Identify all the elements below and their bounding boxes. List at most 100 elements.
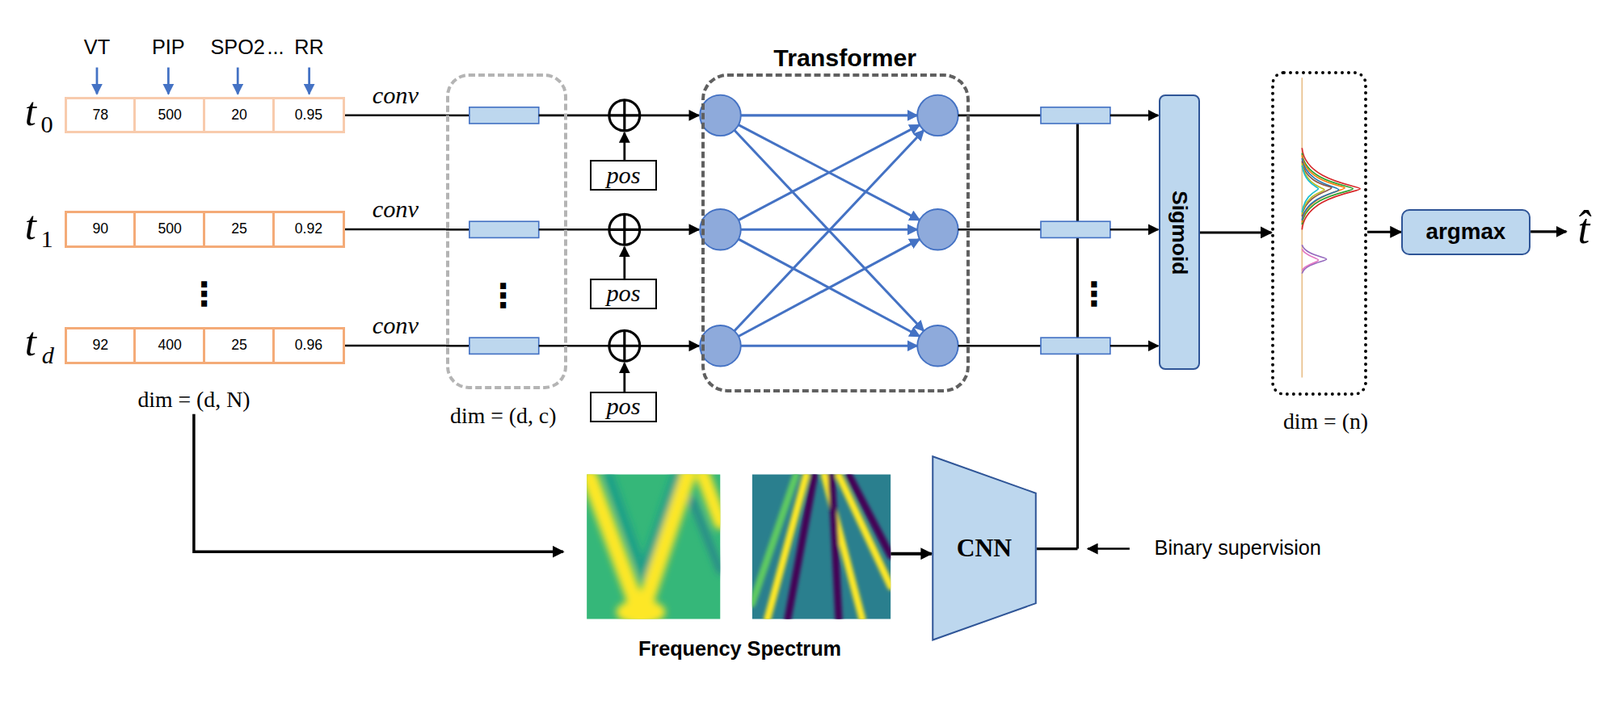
wire — [446, 345, 470, 348]
node-text: pos — [606, 280, 640, 308]
table-cell: 500 — [133, 210, 207, 248]
free-label: RR — [294, 36, 324, 59]
free-label: SPO2 — [210, 36, 266, 59]
spectrum-image — [586, 474, 720, 619]
node-text: 400 — [157, 337, 182, 354]
plot-curve — [1301, 163, 1325, 215]
cnn-trapezoid: CNN — [931, 455, 1037, 642]
spectrum-band — [838, 475, 891, 588]
table-cell: 0.96 — [272, 327, 346, 364]
header-arrow — [167, 67, 170, 95]
node-text: pos — [606, 393, 640, 421]
header-arrow — [236, 67, 240, 95]
table-cell: 0.95 — [272, 96, 346, 134]
table-cell: 25 — [202, 327, 276, 364]
token-circle — [917, 95, 959, 137]
spectrum-band — [787, 475, 815, 620]
wire — [538, 345, 610, 348]
bar-to-sum-wires — [538, 115, 610, 346]
header-arrow — [307, 67, 311, 95]
free-label: 1 — [41, 226, 54, 253]
header-arrows — [96, 67, 310, 95]
table-cell: 90 — [64, 210, 138, 248]
spectrum-background — [752, 474, 892, 619]
wire-arrow — [1110, 114, 1158, 118]
free-label: ⋮ — [486, 277, 519, 314]
attention-arrow — [738, 239, 920, 337]
connector-arrow — [345, 345, 447, 348]
plot-curve — [1301, 161, 1332, 217]
spectrum-band — [589, 475, 688, 617]
embedding-bar — [469, 107, 539, 124]
token-circle — [699, 95, 742, 137]
table-cell: 25 — [202, 210, 276, 248]
node-text: 500 — [157, 107, 182, 123]
input-table: dim = (d, N)78500200.9590500250.92924002… — [55, 92, 352, 415]
node-text: dim = (d, N) — [137, 387, 250, 413]
plot-curve — [1301, 147, 1360, 230]
plot-curve — [1301, 248, 1318, 271]
connector-arrow — [193, 414, 564, 552]
header-arrow — [96, 67, 99, 95]
pos-arrow — [623, 132, 626, 160]
probability-plot — [1301, 77, 1360, 378]
token-circle — [699, 209, 742, 251]
input-arrow — [640, 228, 699, 232]
embedding-bar — [469, 221, 539, 238]
free-label: PIP — [151, 36, 186, 59]
wire — [538, 114, 610, 118]
sum-circle — [609, 214, 640, 245]
transformer-block: Transformer — [701, 73, 970, 393]
table-cell: 92 — [64, 327, 138, 364]
free-label: Binary supervision — [1154, 537, 1322, 560]
attention-arrow — [738, 239, 920, 337]
wire — [446, 228, 470, 232]
wire — [958, 228, 1041, 232]
free-label: d — [42, 342, 55, 370]
plot-curve — [1301, 165, 1318, 213]
trapezoid-shape — [932, 457, 1036, 641]
node-text: 78 — [92, 107, 110, 123]
sum-symbols — [609, 100, 640, 362]
free-label: VT — [84, 36, 110, 59]
wire — [446, 114, 470, 118]
free-label: t — [25, 320, 37, 367]
pos-box: pos — [589, 160, 657, 191]
spectrum-band — [849, 475, 892, 557]
supervision-arrow — [1087, 547, 1130, 551]
spectrum-band — [703, 475, 720, 523]
sum-cross — [623, 214, 626, 245]
spectrum-bands — [589, 475, 721, 620]
node-text: 500 — [157, 221, 182, 237]
node-text: Frequency Spectrum — [638, 638, 842, 662]
free-label: ⋮ — [187, 275, 220, 312]
output-bar — [1040, 337, 1111, 354]
output-distribution: dim = (n) — [1271, 71, 1368, 396]
bar-to-sigmoid-arrows — [1110, 115, 1158, 346]
spectrum-band — [691, 500, 720, 572]
table-cell: 400 — [133, 327, 207, 364]
node-text: argmax — [1426, 219, 1507, 245]
connector-arrow — [345, 113, 447, 117]
free-label: ⋮ — [1077, 275, 1110, 312]
node-text: dim = (d, c) — [450, 404, 556, 430]
token-circle — [699, 325, 742, 367]
plot-curve — [1301, 158, 1339, 221]
node-text: 92 — [92, 337, 110, 354]
node-text: 0.96 — [294, 337, 323, 354]
embedding-bars — [469, 107, 539, 355]
sum-cross — [623, 330, 626, 362]
output-arrow — [1530, 230, 1567, 233]
plot-curve — [1301, 244, 1327, 274]
free-label: t — [25, 89, 37, 135]
free-label: t — [25, 204, 37, 250]
cnn-join-line — [1076, 115, 1079, 550]
attention-arrow — [734, 130, 924, 332]
node-text: CNN — [956, 534, 1012, 564]
edge-label: conv — [372, 82, 419, 110]
sum-circle — [609, 100, 640, 131]
plot-curve — [1301, 153, 1353, 225]
transformer-circles — [699, 95, 958, 367]
wire-arrow — [1110, 345, 1158, 348]
